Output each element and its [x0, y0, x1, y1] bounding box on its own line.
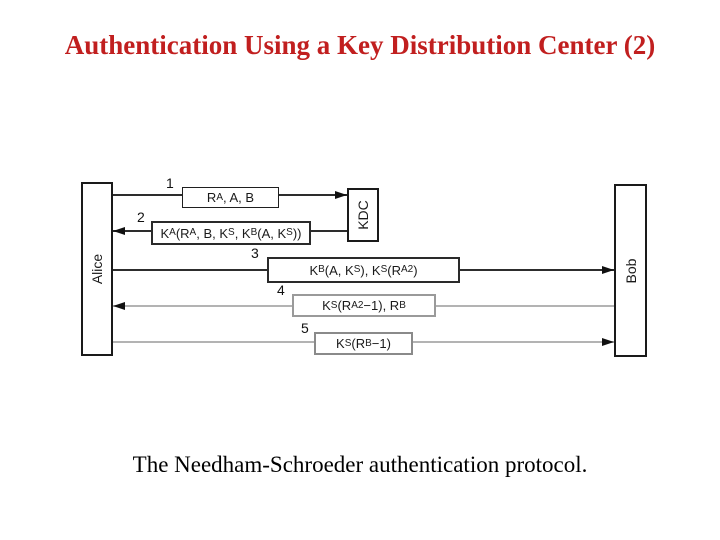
- actor-label-alice: Alice: [89, 253, 105, 285]
- arrowhead-right-icon: [602, 338, 614, 346]
- slide-title: Authentication Using a Key Distribution …: [64, 30, 656, 60]
- arrowhead-left-icon: [113, 227, 125, 235]
- actor-label-kdc: KDC: [355, 200, 371, 230]
- step-number-2: 2: [137, 209, 145, 225]
- actor-bar-kdc: KDC: [347, 188, 379, 242]
- arrowhead-right-icon: [335, 191, 347, 199]
- actor-bar-alice: Alice: [81, 182, 113, 356]
- figure-caption: The Needham-Schroeder authentication pro…: [132, 452, 588, 477]
- step-number-1: 1: [166, 175, 174, 191]
- arrowhead-left-icon: [113, 302, 125, 310]
- actor-bar-bob: Bob: [614, 184, 647, 357]
- step-number-5: 5: [301, 320, 309, 336]
- step-number-3: 3: [251, 245, 259, 261]
- arrowhead-right-icon: [602, 266, 614, 274]
- step-number-4: 4: [277, 282, 285, 298]
- actor-label-bob: Bob: [622, 258, 639, 283]
